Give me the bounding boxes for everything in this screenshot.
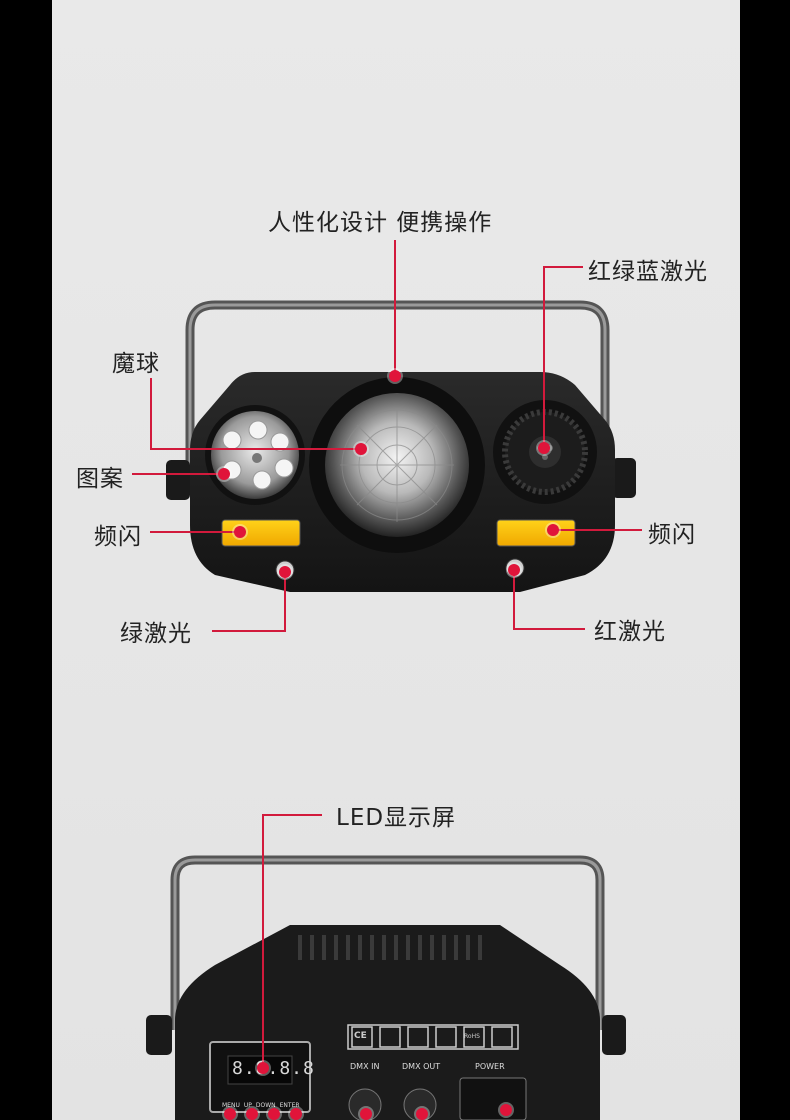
up-button-marker xyxy=(246,1108,258,1120)
up-button[interactable]: UP xyxy=(243,1102,252,1109)
pattern-callout: 图案 xyxy=(76,466,124,492)
strobe-left-leader xyxy=(150,531,240,533)
red-laser-callout: 红激光 xyxy=(594,619,666,645)
magic-ball-callout: 魔球 xyxy=(112,351,160,377)
led-display-leader-v xyxy=(262,814,264,1066)
certification-icons xyxy=(347,1024,519,1050)
right-knob xyxy=(612,458,636,498)
down-button[interactable]: DOWN xyxy=(255,1102,276,1109)
strobe-left-marker xyxy=(234,526,246,538)
dmx-out-label: DMX OUT xyxy=(402,1062,441,1071)
enter-button[interactable]: ENTER xyxy=(279,1102,300,1109)
magic-ball-leader-h xyxy=(150,448,360,450)
pattern-marker xyxy=(218,468,230,480)
rgb-laser-leader-h xyxy=(543,266,583,268)
menu-button-marker xyxy=(224,1108,236,1120)
dmx-in-marker xyxy=(360,1108,372,1120)
dmx-out-marker xyxy=(416,1108,428,1120)
rohs-mark: RoHS xyxy=(464,1033,480,1040)
strobe-left-callout: 频闪 xyxy=(94,524,142,550)
dmx-out-port xyxy=(403,1088,437,1120)
led-display-readout: 8.8.8.8 xyxy=(232,1058,315,1079)
power-marker xyxy=(500,1104,512,1116)
green-laser-leader-h xyxy=(212,630,286,632)
ce-mark: CE xyxy=(354,1031,367,1041)
green-laser-marker xyxy=(279,566,291,578)
rgb-laser-callout: 红绿蓝激光 xyxy=(588,259,708,285)
rgb-laser-leader-v xyxy=(543,266,545,446)
magic-ball-leader-v xyxy=(150,378,152,450)
bottom-right-knob xyxy=(602,1015,626,1055)
menu-button[interactable]: MENU xyxy=(222,1102,240,1109)
led-display-callout: LED显示屏 xyxy=(336,805,457,831)
dmx-in-port xyxy=(348,1088,382,1120)
power-socket xyxy=(459,1077,527,1120)
pattern-leader xyxy=(132,473,224,475)
bottom-left-knob xyxy=(146,1015,172,1055)
green-laser-callout: 绿激光 xyxy=(120,621,192,647)
rgb-laser-marker xyxy=(538,442,550,454)
led-display-leader-h xyxy=(262,814,322,816)
red-laser-leader-h xyxy=(513,628,585,630)
dmx-in-label: DMX IN xyxy=(350,1062,380,1071)
design-leader-line xyxy=(394,240,396,376)
red-laser-leader-v xyxy=(513,570,515,630)
strobe-right-marker xyxy=(547,524,559,536)
green-laser-leader-v xyxy=(284,572,286,632)
design-marker xyxy=(389,370,401,382)
left-knob xyxy=(166,460,190,500)
magic-ball-marker xyxy=(355,443,367,455)
strobe-right-callout: 频闪 xyxy=(648,522,696,548)
red-laser-marker xyxy=(508,564,520,576)
power-label: POWER xyxy=(475,1062,505,1071)
led-display-marker xyxy=(257,1062,269,1074)
enter-button-marker xyxy=(290,1108,302,1120)
design-callout: 人性化设计 便携操作 xyxy=(268,210,493,236)
panel-button-labels: MENU UP DOWN ENTER xyxy=(222,1102,312,1109)
down-button-marker xyxy=(268,1108,280,1120)
strobe-right-leader xyxy=(552,529,642,531)
